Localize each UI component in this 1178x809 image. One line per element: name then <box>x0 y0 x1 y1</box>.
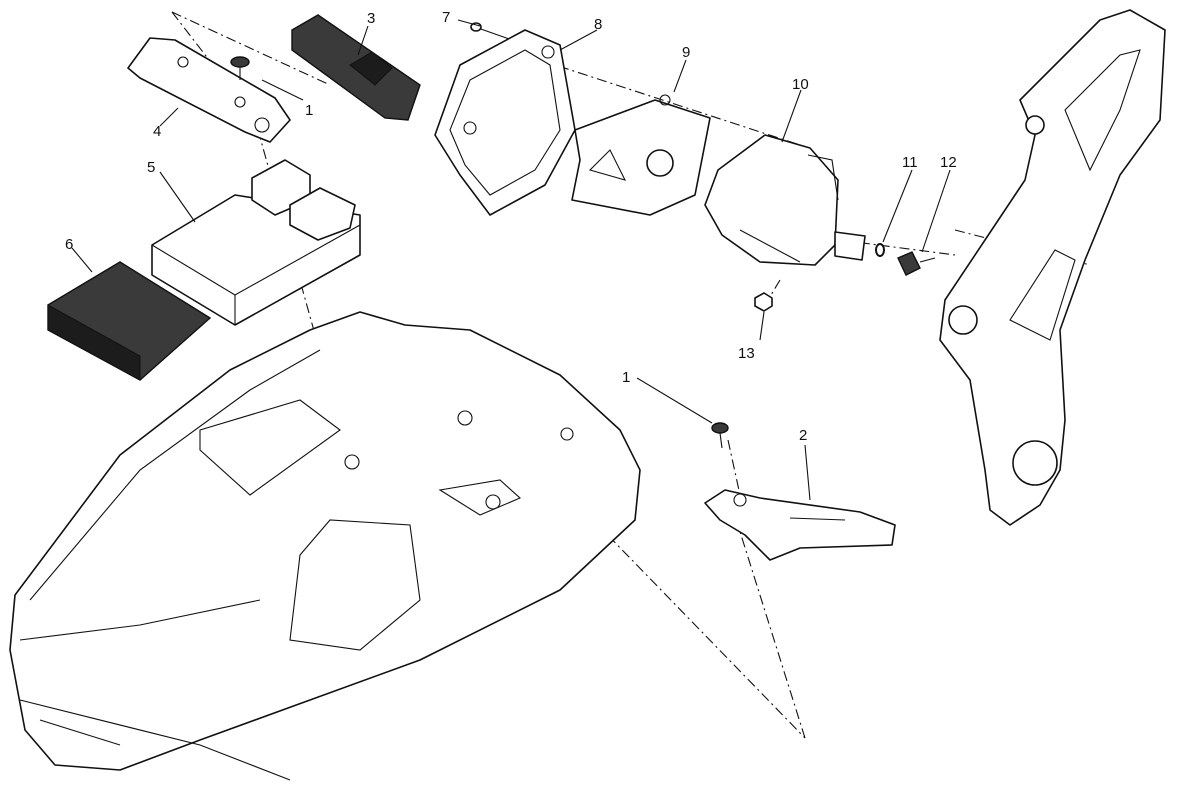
callout-3: 3 <box>367 10 375 27</box>
part-12-spacer <box>897 251 936 276</box>
callout-1-top: 1 <box>305 102 313 119</box>
part-2-bracket <box>704 489 896 561</box>
part-10-housing <box>704 134 866 266</box>
part-6-pad <box>47 261 212 381</box>
callout-4: 4 <box>153 123 161 140</box>
callout-10: 10 <box>792 76 809 93</box>
part-11-washer <box>875 243 885 257</box>
part-1-screw-top <box>230 56 250 80</box>
callout-5: 5 <box>147 159 155 176</box>
part-5-control-unit <box>151 159 361 326</box>
callout-9: 9 <box>682 44 690 61</box>
callout-6: 6 <box>65 236 73 253</box>
callout-7: 7 <box>442 9 450 26</box>
part-8-cover <box>434 29 576 216</box>
fairing-body <box>9 311 641 781</box>
callouts: 1 1 2 3 4 5 6 7 8 9 10 11 12 13 <box>65 9 957 444</box>
callout-12: 12 <box>940 154 957 171</box>
part-7-bolt <box>470 22 513 41</box>
callout-1-mid: 1 <box>622 369 630 386</box>
leader-lines <box>71 19 951 501</box>
part-13-nut <box>754 292 773 312</box>
part-3-rubber-block <box>291 14 421 121</box>
part-9-plate <box>571 94 711 216</box>
part-1-screw-mid <box>711 422 729 449</box>
callout-2: 2 <box>799 427 807 444</box>
callout-11: 11 <box>902 154 918 171</box>
callout-13: 13 <box>738 345 755 362</box>
frame-arm <box>939 9 1166 526</box>
callout-8: 8 <box>594 16 602 33</box>
part-4-bracket <box>127 37 291 143</box>
